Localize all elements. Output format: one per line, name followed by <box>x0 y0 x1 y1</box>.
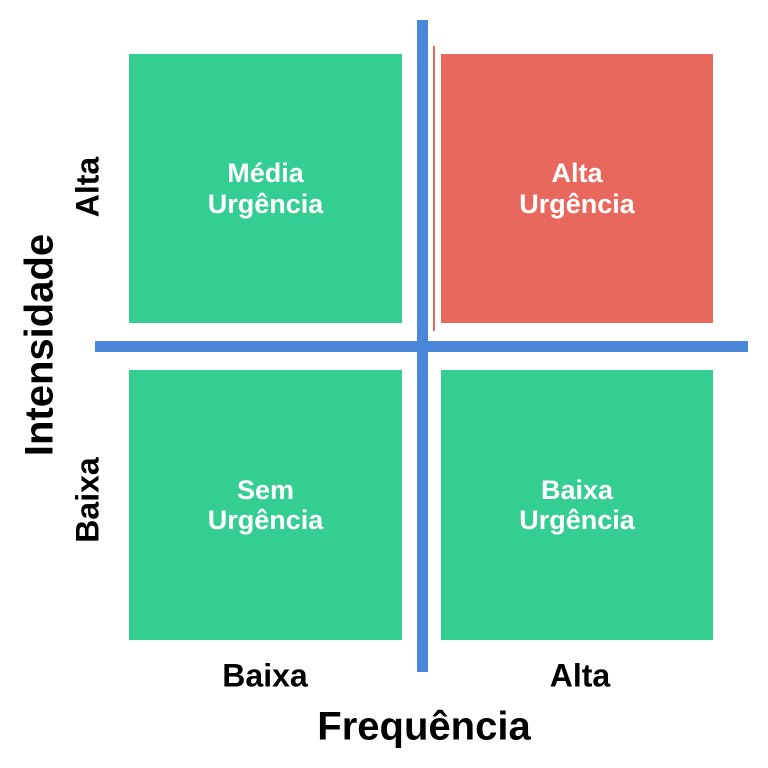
quadrant-label: Alta Urgência <box>519 158 635 218</box>
quadrant-label: Sem Urgência <box>208 475 324 535</box>
quadrant-alta-urgencia: Alta Urgência <box>441 54 713 323</box>
quadrant-label-line2: Urgência <box>207 188 324 219</box>
quadrant-frame-top-right: Alta Urgência <box>433 46 721 331</box>
quadrant-media-urgencia: Média Urgência <box>129 54 402 323</box>
y-axis-label-baixa: Baixa <box>69 457 106 543</box>
horizontal-axis-line <box>95 341 748 352</box>
quadrant-label-line2: Urgência <box>519 505 635 535</box>
quadrant-label-line1: Alta <box>551 158 603 189</box>
x-axis-label-baixa: Baixa <box>222 657 308 694</box>
y-axis-title: Intensidade <box>17 233 62 457</box>
quadrant-sem-urgencia: Sem Urgência <box>129 370 402 640</box>
quadrant-label-line1: Baixa <box>540 474 614 505</box>
quadrant-label: Média Urgência <box>208 158 324 218</box>
quadrant-frame-bottom-right: Baixa Urgência <box>433 362 721 648</box>
quadrant-label-line1: Sem <box>236 474 295 505</box>
quadrant-label: Baixa Urgência <box>519 475 635 535</box>
quadrant-baixa-urgencia: Baixa Urgência <box>441 370 713 640</box>
quadrant-label-line2: Urgência <box>207 505 324 535</box>
quadrant-label-line1: Média <box>227 158 304 189</box>
x-axis-title: Frequência <box>317 704 531 749</box>
x-axis-label-alta: Alta <box>549 657 611 694</box>
quadrant-frame-top-left: Média Urgência <box>121 46 410 331</box>
quadrant-frame-bottom-left: Sem Urgência <box>121 362 410 648</box>
y-axis-label-alta: Alta <box>69 156 106 218</box>
quadrant-label-line2: Urgência <box>519 188 635 219</box>
